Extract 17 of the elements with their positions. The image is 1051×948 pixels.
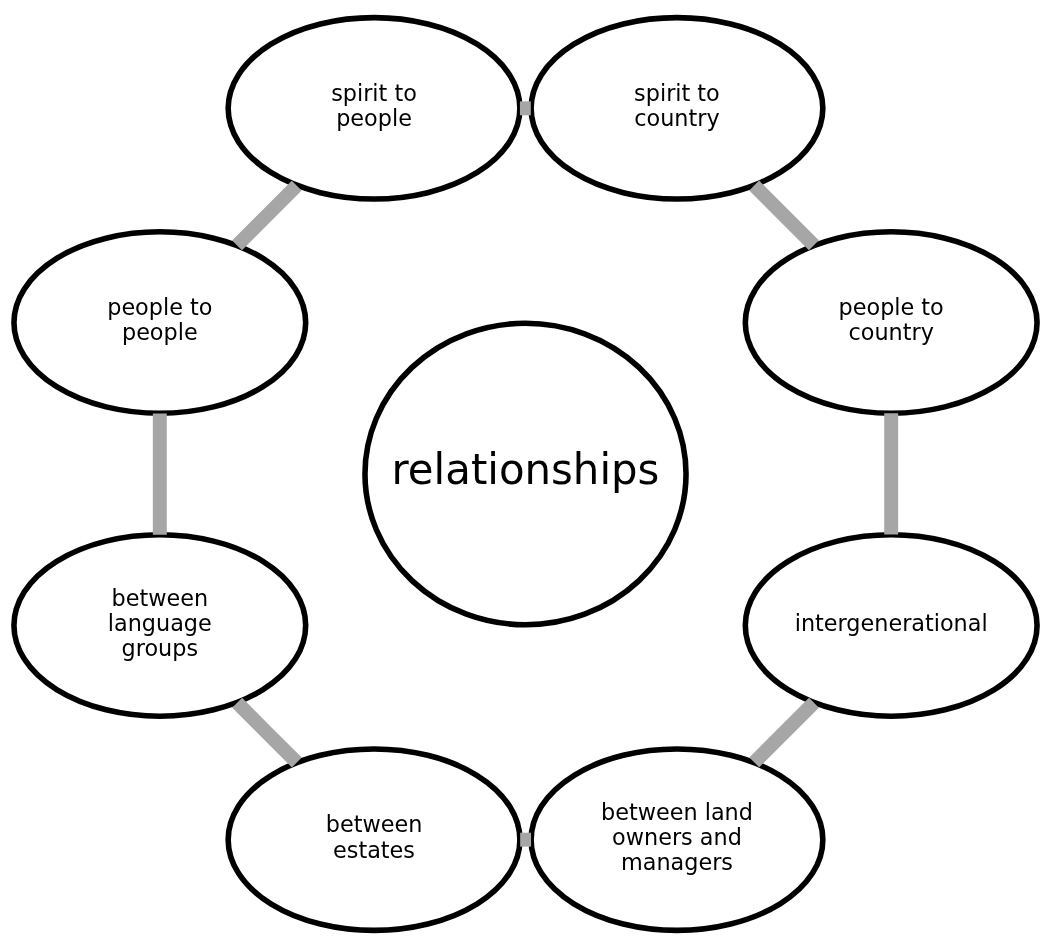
connector	[749, 180, 819, 251]
node-ellipse: intergenerational	[742, 531, 1040, 719]
node-ellipse: between estates	[225, 746, 523, 934]
connector	[232, 697, 302, 768]
node-ellipse: spirit to country	[528, 14, 826, 202]
connector	[232, 180, 302, 251]
node-circle: relationships	[362, 320, 689, 628]
node-ellipse: between land owners and managers	[528, 746, 826, 934]
connector	[749, 697, 819, 768]
node-ellipse: spirit to people	[225, 14, 523, 202]
connector	[884, 413, 899, 535]
connector	[519, 101, 531, 116]
node-ellipse: people to people	[11, 229, 309, 417]
node-ellipse: between language groups	[11, 531, 309, 719]
node-ellipse: people to country	[742, 229, 1040, 417]
connector	[152, 413, 167, 535]
connector	[520, 832, 532, 847]
